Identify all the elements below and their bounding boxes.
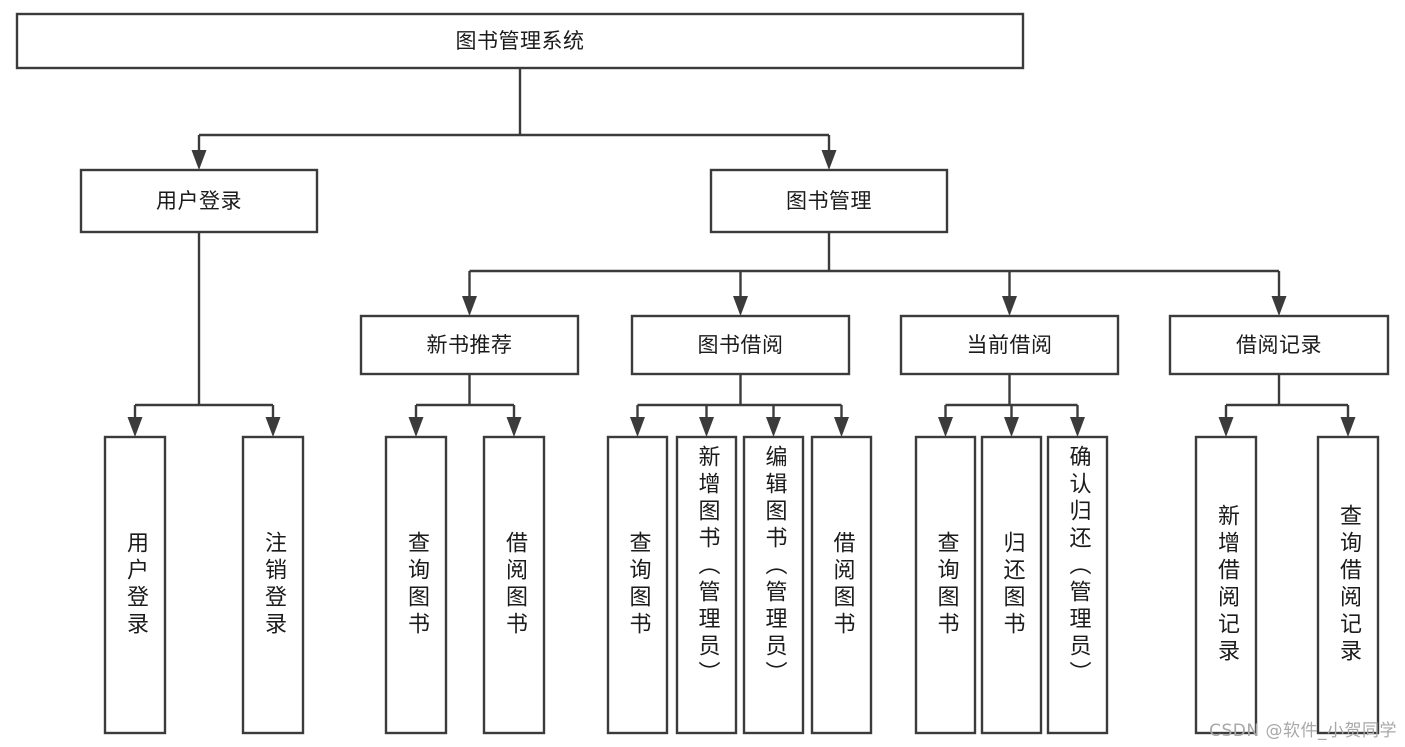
arrow-down-icon-leaf-borrow-book-2 bbox=[834, 417, 849, 437]
arrow-down-icon-book-borrow bbox=[733, 296, 748, 316]
root-node-label: 图书管理系统 bbox=[456, 29, 585, 53]
arrow-down-icon-user-login bbox=[191, 150, 207, 170]
node-new-book-recommend-label: 新书推荐 bbox=[427, 333, 513, 357]
arrow-down-icon-current-borrow bbox=[1002, 296, 1017, 316]
node-borrow-record-label: 借阅记录 bbox=[1236, 333, 1322, 357]
node-leaf-edit-book-box[interactable] bbox=[742, 435, 805, 735]
node-leaf-add-book-box[interactable] bbox=[675, 435, 738, 735]
node-leaf-user-login-box[interactable] bbox=[103, 435, 167, 735]
root-node-box[interactable] bbox=[15, 12, 1025, 70]
node-leaf-add-record-box[interactable] bbox=[1194, 435, 1258, 735]
arrow-down-icon-leaf-user-login bbox=[127, 417, 143, 437]
node-leaf-query-book-3-box[interactable] bbox=[914, 435, 977, 735]
arrow-down-icon-leaf-edit-book bbox=[766, 417, 781, 437]
node-book-manage-label: 图书管理 bbox=[786, 189, 872, 213]
node-new-book-recommend-box[interactable] bbox=[359, 314, 580, 376]
arrow-down-icon-leaf-confirm-return bbox=[1070, 417, 1085, 437]
node-current-borrow-label: 当前借阅 bbox=[967, 333, 1053, 357]
arrow-down-icon-leaf-query-book-3 bbox=[938, 417, 953, 437]
arrow-down-icon-leaf-logout-login bbox=[265, 417, 281, 437]
arrow-down-icon-book-manage bbox=[821, 150, 837, 170]
arrow-down-icon-leaf-add-record bbox=[1218, 417, 1234, 437]
arrow-down-icon-leaf-query-book-2 bbox=[630, 417, 645, 437]
node-leaf-borrow-book-2-box[interactable] bbox=[810, 435, 873, 735]
arrow-down-icon-leaf-return-book bbox=[1004, 417, 1019, 437]
arrow-down-icon-leaf-query-record bbox=[1340, 417, 1356, 437]
node-leaf-query-book-1-box[interactable] bbox=[384, 435, 448, 735]
arrow-down-icon-borrow-record bbox=[1271, 296, 1287, 316]
node-book-manage-box[interactable] bbox=[709, 168, 949, 234]
arrow-down-icon-leaf-borrow-book-1 bbox=[506, 417, 522, 437]
node-user-login-box[interactable] bbox=[79, 168, 319, 234]
node-book-borrow-box[interactable] bbox=[630, 314, 851, 376]
node-leaf-query-book-2-box[interactable] bbox=[606, 435, 669, 735]
node-current-borrow-box[interactable] bbox=[899, 314, 1120, 376]
node-leaf-return-book-box[interactable] bbox=[980, 435, 1043, 735]
node-leaf-borrow-book-1-box[interactable] bbox=[482, 435, 546, 735]
arrow-down-icon-leaf-add-book bbox=[699, 417, 714, 437]
arrow-down-icon-leaf-query-book-1 bbox=[408, 417, 424, 437]
arrow-down-icon-new-book-recommend bbox=[462, 296, 477, 316]
node-user-login-label: 用户登录 bbox=[156, 189, 242, 213]
node-leaf-confirm-return-box[interactable] bbox=[1046, 435, 1109, 735]
node-book-borrow-label: 图书借阅 bbox=[698, 333, 784, 357]
connectors-layer bbox=[127, 68, 1356, 437]
node-leaf-logout-login-box[interactable] bbox=[241, 435, 305, 735]
csdn-watermark: CSDN @软件_小贺同学 bbox=[1209, 721, 1397, 741]
node-borrow-record-box[interactable] bbox=[1168, 314, 1390, 376]
node-leaf-query-record-box[interactable] bbox=[1316, 435, 1380, 735]
